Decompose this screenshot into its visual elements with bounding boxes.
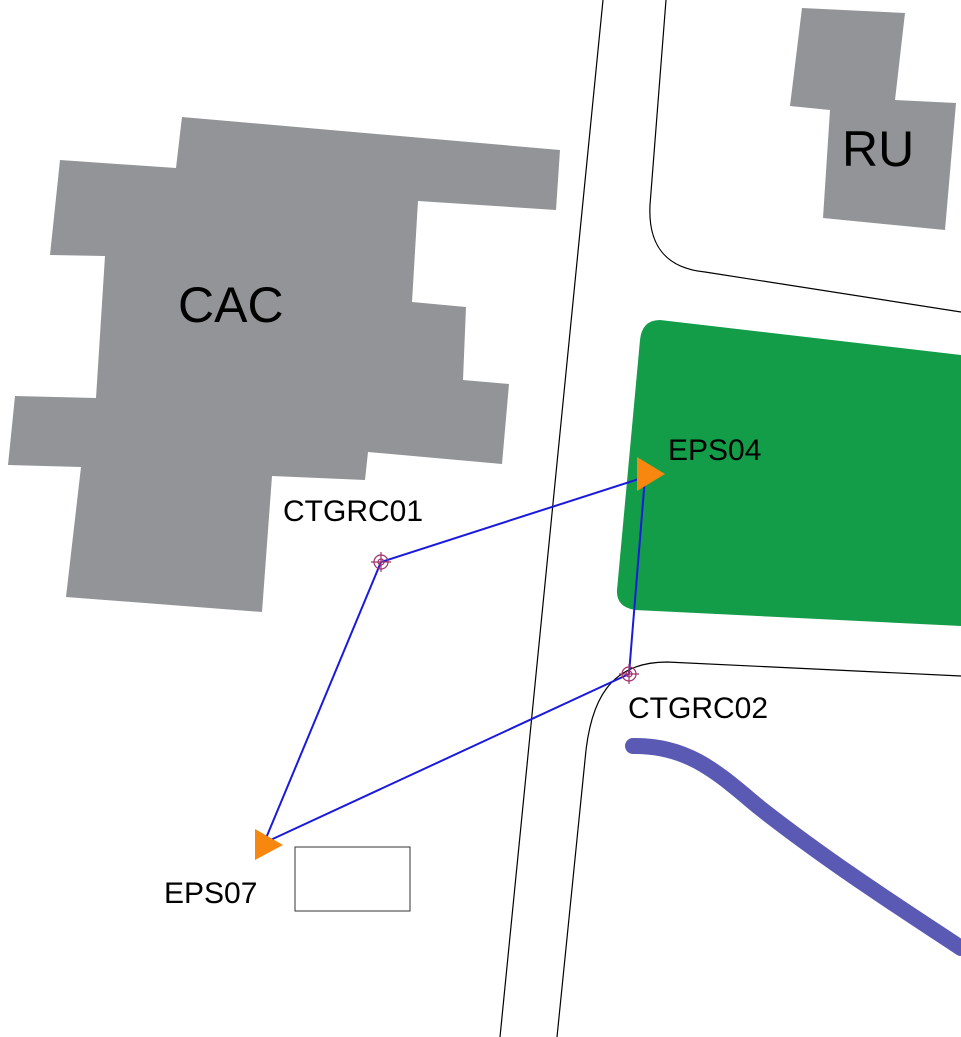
road-edge-left <box>499 0 604 1037</box>
crosshair-circle-icon[interactable] <box>371 552 391 572</box>
road-edges <box>499 0 961 1037</box>
traverse-ctgrc02-eps07 <box>263 673 630 844</box>
green-area <box>616 320 961 626</box>
traverse-ctgrc01-eps07 <box>263 561 382 844</box>
point-label-eps07: EPS07 <box>164 877 257 910</box>
point-label-ctgrc01: CTGRC01 <box>283 495 423 528</box>
point-label-eps04: EPS04 <box>668 434 761 467</box>
road-edge-lower <box>556 661 961 1037</box>
traverse-lines <box>263 476 646 844</box>
orange-triangle-icon[interactable] <box>637 457 665 491</box>
building-cac <box>8 117 560 612</box>
traverse-eps04-ctgrc02 <box>628 476 646 675</box>
crosshair-circle-icon[interactable] <box>619 664 639 684</box>
road-edge-right <box>649 0 961 313</box>
building-ru <box>790 8 956 230</box>
building-label-cac: CAC <box>178 277 284 333</box>
traverse-ctgrc01-eps04 <box>380 476 646 563</box>
small-structure <box>294 846 411 912</box>
building-label-ru: RU <box>842 121 914 177</box>
stream <box>625 737 961 956</box>
point-label-ctgrc02: CTGRC02 <box>628 692 768 725</box>
orange-triangle-icon[interactable] <box>255 829 283 860</box>
